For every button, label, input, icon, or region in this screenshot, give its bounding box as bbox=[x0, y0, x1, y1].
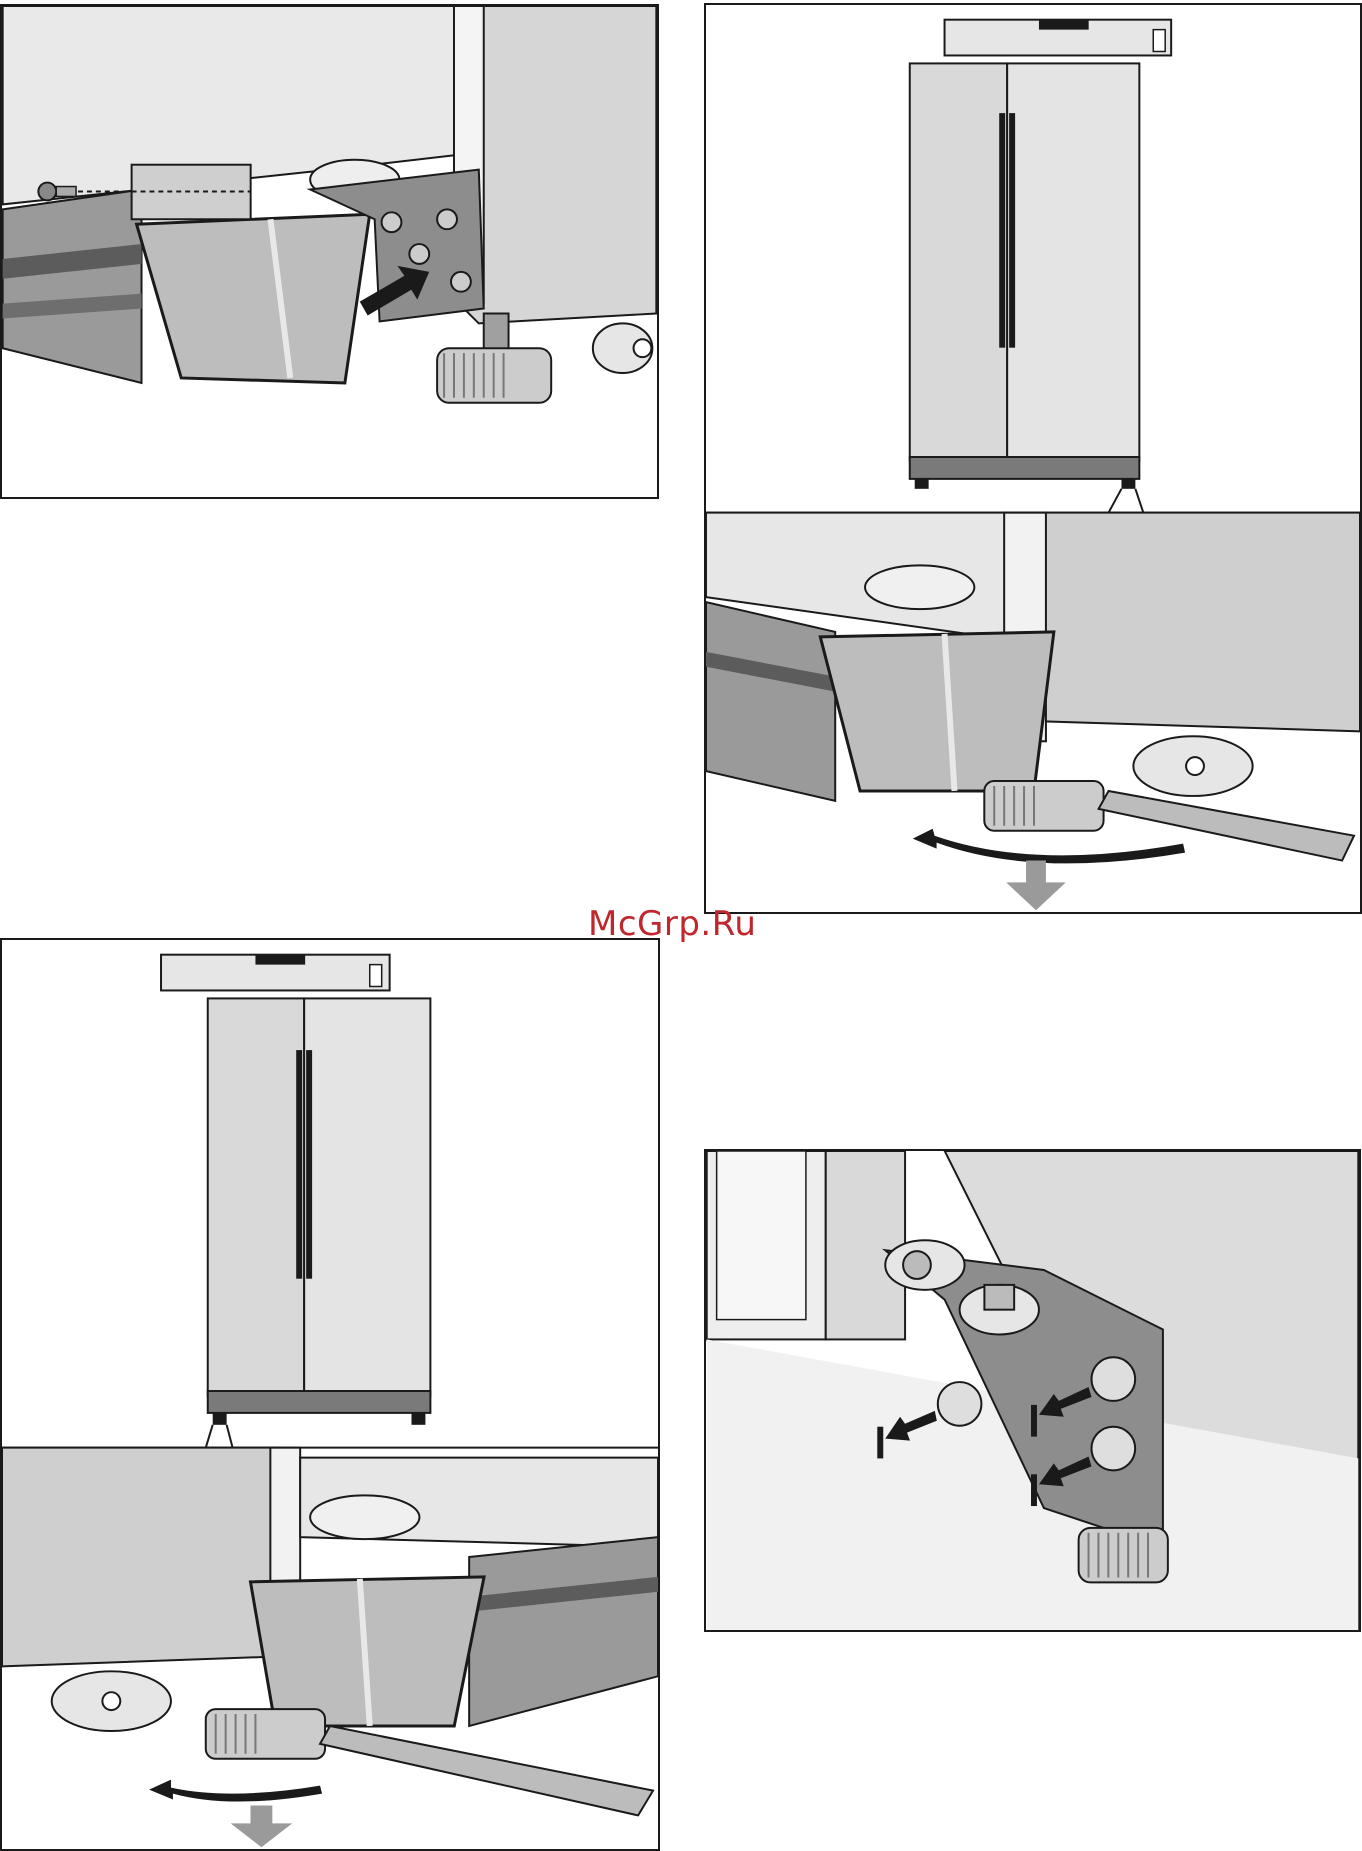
hinge-bracket-illustration bbox=[706, 1151, 1359, 1630]
spirit-level-icon bbox=[161, 955, 390, 991]
figure-level-front-right bbox=[704, 3, 1362, 914]
level-left-illustration bbox=[2, 940, 658, 1849]
figure-level-front-left bbox=[0, 938, 660, 1851]
figure-remove-base-cover bbox=[0, 4, 659, 499]
watermark-text: McGrp.Ru bbox=[588, 904, 756, 944]
level-right-illustration bbox=[706, 5, 1360, 912]
base-cover-illustration bbox=[2, 6, 657, 497]
figure-hinge-bracket-bolts bbox=[704, 1149, 1361, 1632]
spirit-level-icon bbox=[945, 20, 1172, 56]
